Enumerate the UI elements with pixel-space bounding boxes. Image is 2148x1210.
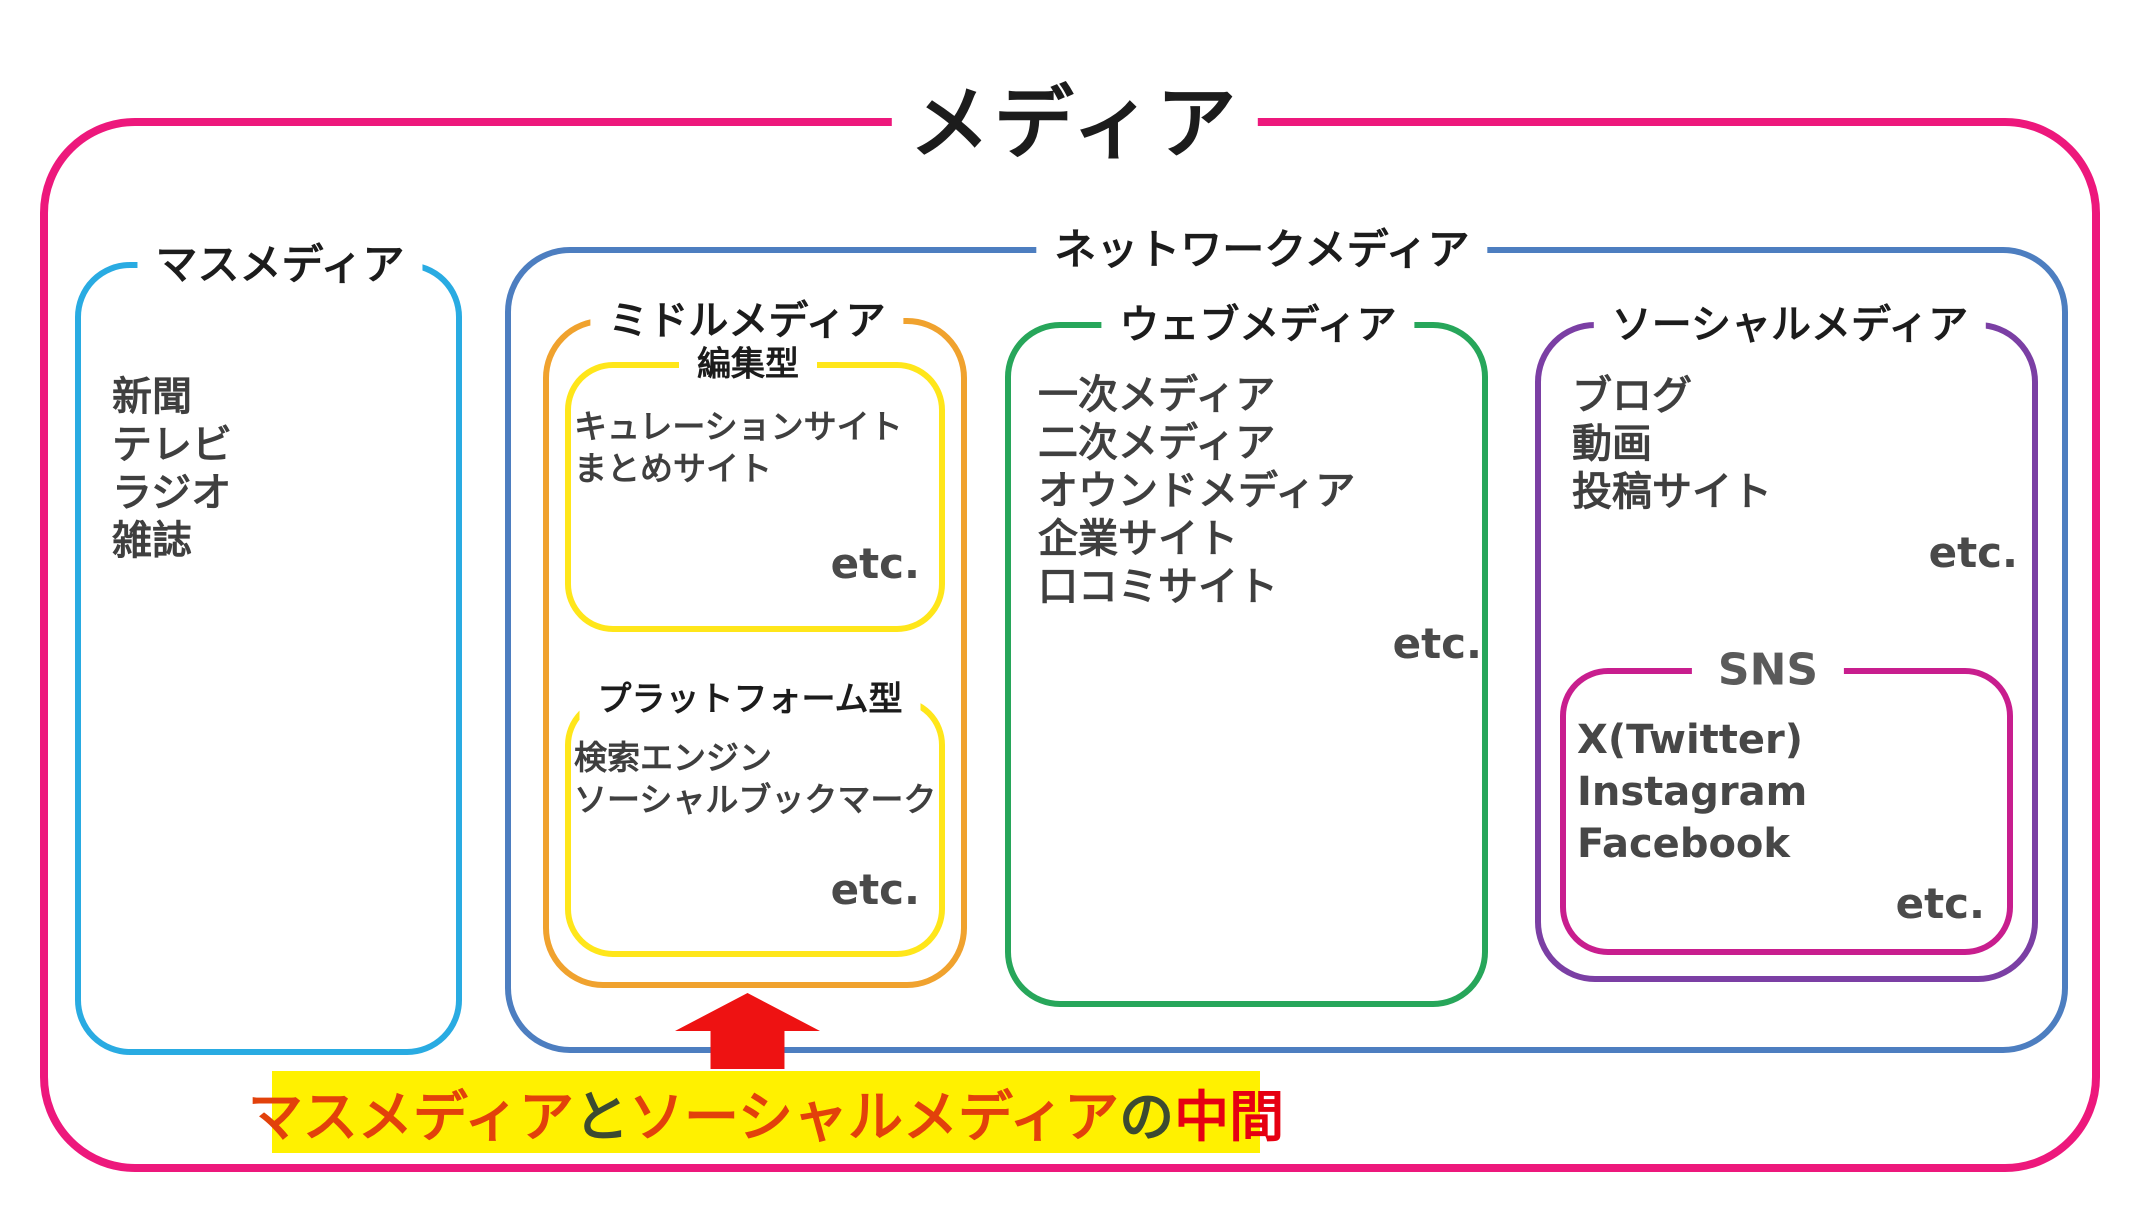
list-item: Facebook: [1577, 821, 1791, 867]
sns-items: X(Twitter) Instagram Facebook: [1577, 714, 1807, 870]
mass-media-label: マスメディア: [137, 240, 423, 290]
list-item: Instagram: [1577, 769, 1808, 815]
list-item: 企業サイト: [1038, 516, 1238, 562]
list-item: オウンドメディア: [1038, 468, 1356, 514]
list-item: ブログ: [1572, 373, 1692, 419]
sns-label: SNS: [1691, 645, 1845, 697]
sns-etc: etc.: [1895, 879, 1985, 928]
list-item: 一次メディア: [1038, 372, 1276, 418]
list-item: キュレーションサイト: [574, 407, 903, 446]
web-media-items: 一次メディア 二次メディア オウンドメディア 企業サイト 口コミサイト: [1038, 371, 1355, 611]
edit-type-box: [565, 362, 945, 632]
list-item: ラジオ: [112, 470, 232, 516]
platform-type-label: プラットフォーム型: [579, 680, 921, 720]
edit-type-label: 編集型: [679, 345, 817, 385]
list-item: 投稿サイト: [1572, 469, 1772, 515]
list-item: 雑誌: [112, 518, 192, 564]
social-media-label: ソーシャルメディア: [1593, 302, 1987, 348]
list-item: 二次メディア: [1038, 420, 1276, 466]
platform-type-items: 検索エンジン ソーシャルブックマーク: [574, 737, 936, 821]
edit-type-items: キュレーションサイト まとめサイト: [574, 406, 903, 490]
annotation-segment: の: [1119, 1085, 1175, 1149]
list-item: 口コミサイト: [1038, 564, 1278, 610]
web-media-label: ウェブメディア: [1101, 302, 1415, 348]
list-item: テレビ: [112, 422, 232, 468]
platform-type-etc: etc.: [830, 865, 920, 914]
web-media-etc: etc.: [1392, 619, 1482, 668]
social-media-etc: etc.: [1928, 528, 2018, 577]
list-item: 新聞: [112, 374, 192, 420]
social-media-items: ブログ 動画 投稿サイト: [1572, 372, 1772, 516]
annotation-segment: ソーシャルメディア: [629, 1085, 1120, 1149]
list-item: X(Twitter): [1577, 717, 1804, 763]
list-item: 動画: [1572, 421, 1652, 467]
middle-media-label: ミドルメディア: [590, 298, 904, 344]
list-item: ソーシャルブックマーク: [574, 780, 937, 819]
network-media-label: ネットワークメディア: [1036, 225, 1488, 275]
list-item: 検索エンジン: [574, 738, 772, 777]
annotation-highlight: マスメディアとソーシャルメディアの中間: [248, 1071, 1284, 1153]
annotation-segment: 中間: [1174, 1085, 1285, 1149]
edit-type-etc: etc.: [830, 539, 920, 588]
diagram-title: メディア: [891, 78, 1259, 170]
annotation-segment: と: [574, 1085, 630, 1149]
list-item: まとめサイト: [574, 449, 772, 488]
mass-media-items: 新聞 テレビ ラジオ 雑誌: [112, 373, 232, 565]
platform-type-box: [565, 697, 945, 957]
annotation-segment: マスメディア: [247, 1085, 575, 1149]
